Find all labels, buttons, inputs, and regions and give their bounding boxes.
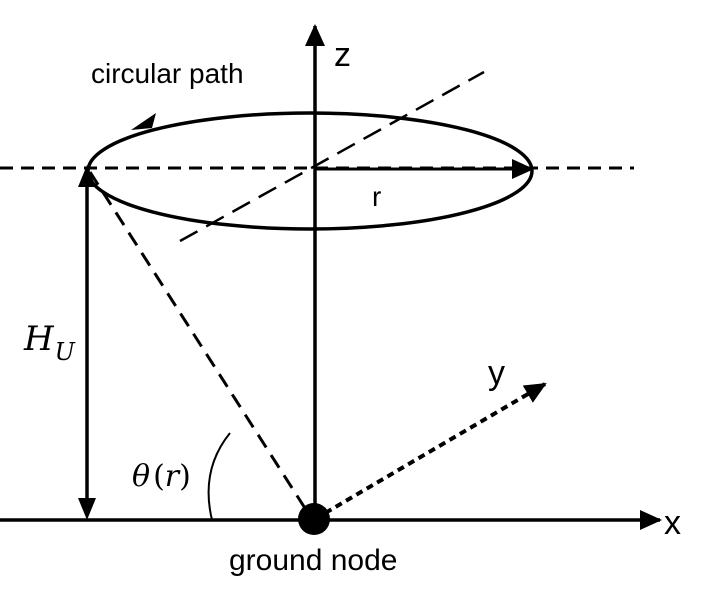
- circular-path-ellipse: [86, 111, 534, 231]
- angle-label-close: ): [179, 459, 191, 494]
- ground-node-label: ground node: [229, 544, 398, 577]
- angle-label-arg: r: [165, 459, 181, 494]
- y-axis-line: [313, 382, 547, 521]
- y-axis-label: y: [488, 354, 505, 392]
- uav-to-ground-dashed-line: [88, 171, 312, 517]
- height-label: HU: [23, 319, 76, 366]
- z-axis-label: z: [334, 36, 351, 74]
- ground-node-dot: [298, 503, 330, 535]
- height-label-var: H: [23, 319, 55, 359]
- x-axis-label: x: [664, 504, 681, 542]
- angle-label: θ(r): [132, 459, 191, 494]
- elevation-angle-arc: [207, 432, 231, 521]
- height-arrow-head-bottom: [78, 498, 96, 520]
- height-label-sub: U: [55, 338, 76, 366]
- height-arrow-head-top: [78, 165, 96, 187]
- circular-path-label: circular path: [91, 58, 244, 89]
- angle-label-open: (: [153, 459, 165, 494]
- angle-label-var: θ: [132, 459, 150, 494]
- path-direction-arrow: [131, 113, 156, 130]
- radius-label: r: [372, 181, 381, 212]
- plane-diagonal-dashed-line: [179, 70, 485, 243]
